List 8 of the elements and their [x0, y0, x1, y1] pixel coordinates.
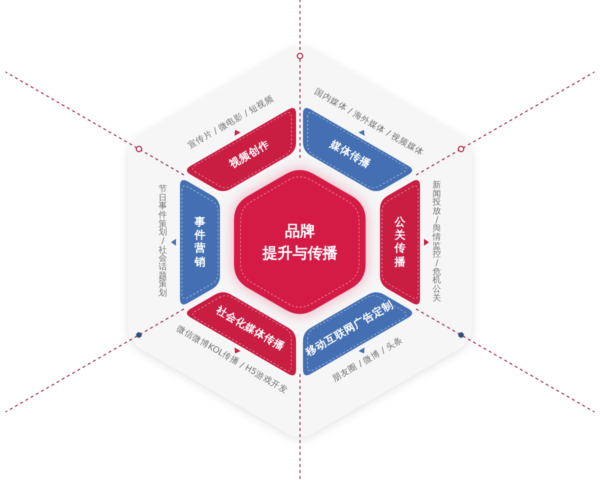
segment-title: 视频创作 — [228, 138, 272, 172]
segment-title: 事件营销 — [194, 216, 206, 268]
hub-text: 提升与传播 — [262, 243, 338, 264]
item-list-text: 节日事件策划/社会话题策划 — [158, 186, 168, 298]
segment-title: 媒体传播 — [328, 138, 372, 172]
hub-title: 品牌 — [284, 220, 315, 242]
segment-title: 公关传播 — [394, 216, 406, 268]
item-list-text: 新闻投放/舆情监控/危机公关 — [432, 181, 442, 303]
